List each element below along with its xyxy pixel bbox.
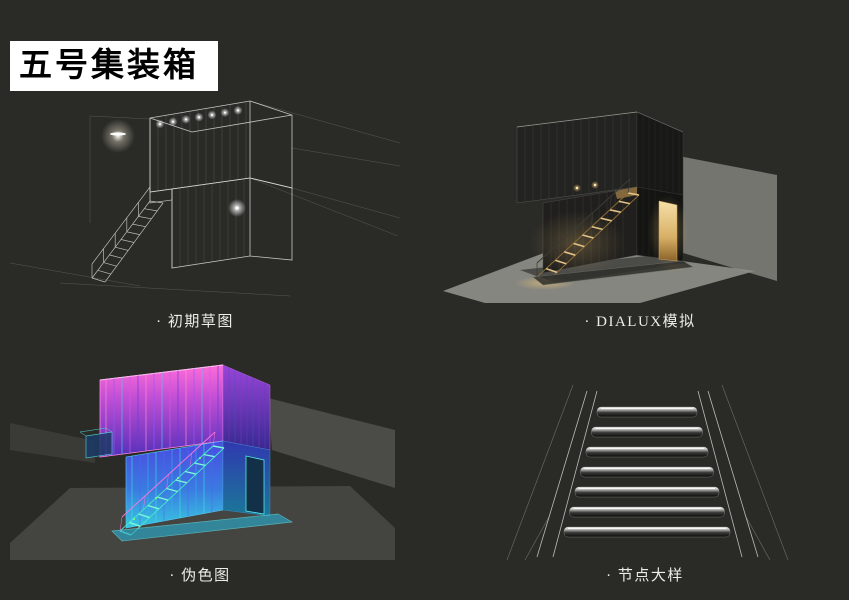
staircase-falsecolor xyxy=(119,431,225,536)
stair-ambient-glow xyxy=(529,211,625,275)
falsecolor-illustration xyxy=(10,364,395,560)
lower-corrugation xyxy=(179,178,245,267)
rail-lines xyxy=(536,390,759,558)
page-title: 五号集装箱 xyxy=(19,47,199,84)
ceiling-lights xyxy=(155,105,243,129)
upper-container-falsecolor xyxy=(99,364,271,458)
dialux-illustration xyxy=(443,111,777,303)
upper-container xyxy=(516,111,684,204)
panel-sketch xyxy=(0,88,400,303)
caption-falsecolor: · 伪色图 xyxy=(169,568,231,584)
lit-staircase xyxy=(536,178,640,282)
upper-corrugation xyxy=(157,101,247,191)
door-falsecolor xyxy=(245,455,265,515)
lit-door xyxy=(658,200,678,262)
caption-dialux: · DIALUX模拟 xyxy=(584,314,696,330)
backdrop-wall xyxy=(663,153,777,281)
lower-container-falsecolor xyxy=(125,440,271,529)
lower-container-wireframe xyxy=(171,177,293,269)
light-beam-left xyxy=(10,423,95,463)
panel-detail xyxy=(495,385,800,560)
sketch-illustration xyxy=(9,100,400,297)
step-slabs xyxy=(563,406,731,538)
perspective-lines xyxy=(9,100,400,297)
base-slab-falsecolor xyxy=(111,513,294,542)
page-title-box: 五号集装箱 xyxy=(10,41,218,91)
caption-detail: · 节点大样 xyxy=(606,568,684,584)
side-box xyxy=(79,427,113,459)
staircase-wireframe xyxy=(91,186,173,283)
base-plinth xyxy=(532,260,694,286)
spotlights xyxy=(573,181,599,192)
under-light-core xyxy=(235,206,239,210)
wall-lamp xyxy=(101,119,135,153)
panel-falsecolor xyxy=(10,338,395,560)
detail-illustration xyxy=(506,385,789,560)
outer-guides xyxy=(506,385,789,560)
panel-dialux xyxy=(425,95,790,303)
caption-sketch: · 初期草图 xyxy=(156,314,234,330)
bright-dots xyxy=(132,456,202,521)
light-beam-right xyxy=(268,398,395,488)
